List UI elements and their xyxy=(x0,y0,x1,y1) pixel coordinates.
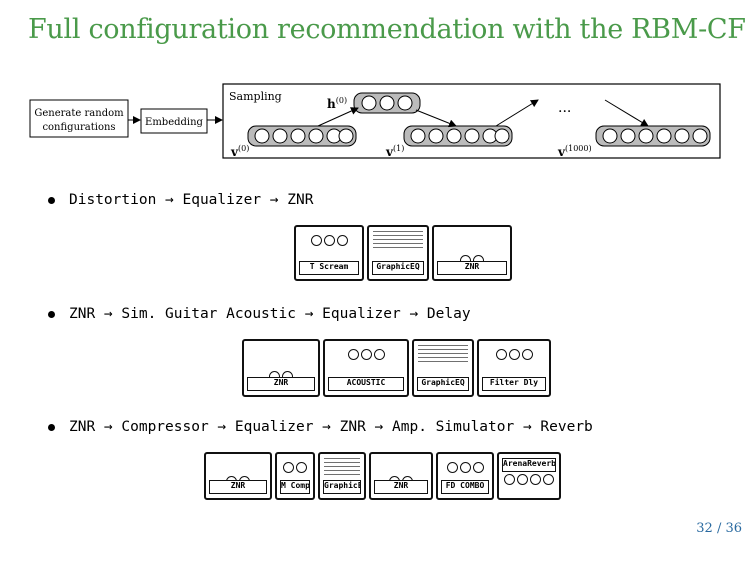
pedal: ZNR xyxy=(204,452,272,500)
ellipsis: ... xyxy=(558,100,571,116)
bullet-2: ZNR → Sim. Guitar Acoustic → Equalizer →… xyxy=(48,306,471,322)
pedal: ZNR xyxy=(242,339,320,397)
pedal: M Comp xyxy=(275,452,315,500)
pedal: T Scream xyxy=(294,225,364,281)
bullet-text: ZNR → Sim. Guitar Acoustic → Equalizer →… xyxy=(69,306,471,322)
pedal: FD COMBO xyxy=(436,452,494,500)
bullet-text: Distortion → Equalizer → ZNR xyxy=(69,192,314,208)
pedal: ACOUSTIC xyxy=(323,339,409,397)
pedal: GraphicEQ xyxy=(412,339,474,397)
pedal-row-2: ZNR ACOUSTIC GraphicEQ Filter Dly xyxy=(242,339,551,397)
bullet-dot xyxy=(48,310,55,318)
sampling-label: Sampling xyxy=(229,90,282,103)
page-number: 32 / 36 xyxy=(696,521,742,536)
pedal-row-3: ZNR M Comp GraphicEQ ZNR FD COMBO ArenaR… xyxy=(204,452,561,500)
embedding-box xyxy=(140,108,208,134)
pedal: GraphicEQ xyxy=(318,452,366,500)
bullet-1: Distortion → Equalizer → ZNR xyxy=(48,192,313,208)
v1000-label: v(1000) xyxy=(557,144,592,159)
bullet-3: ZNR → Compressor → Equalizer → ZNR → Amp… xyxy=(48,419,593,435)
pedal-row-1: T Scream GraphicEQ ZNR xyxy=(294,225,512,281)
bullet-dot xyxy=(48,196,55,204)
pedal: Filter Dly xyxy=(477,339,551,397)
v0-label: v(0) xyxy=(230,144,249,159)
rbm-sampling-diagram: Generate random configurations Embedding… xyxy=(29,83,721,159)
slide-title: Full configuration recommendation with t… xyxy=(28,14,746,45)
pedal: ZNR xyxy=(432,225,512,281)
embedding-label: Embedding xyxy=(145,117,204,128)
generate-box xyxy=(29,99,129,138)
pedal: ArenaReverb xyxy=(497,452,561,500)
h0-label: h(0) xyxy=(327,96,347,111)
bullet-dot xyxy=(48,423,55,431)
generate-label-2: configurations xyxy=(42,122,115,133)
generate-label-1: Generate random xyxy=(34,108,124,119)
bullet-text: ZNR → Compressor → Equalizer → ZNR → Amp… xyxy=(69,419,593,435)
pedal: ZNR xyxy=(369,452,433,500)
sampling-frame xyxy=(222,83,721,159)
pedal: GraphicEQ xyxy=(367,225,429,281)
v1-label: v(1) xyxy=(385,144,404,159)
